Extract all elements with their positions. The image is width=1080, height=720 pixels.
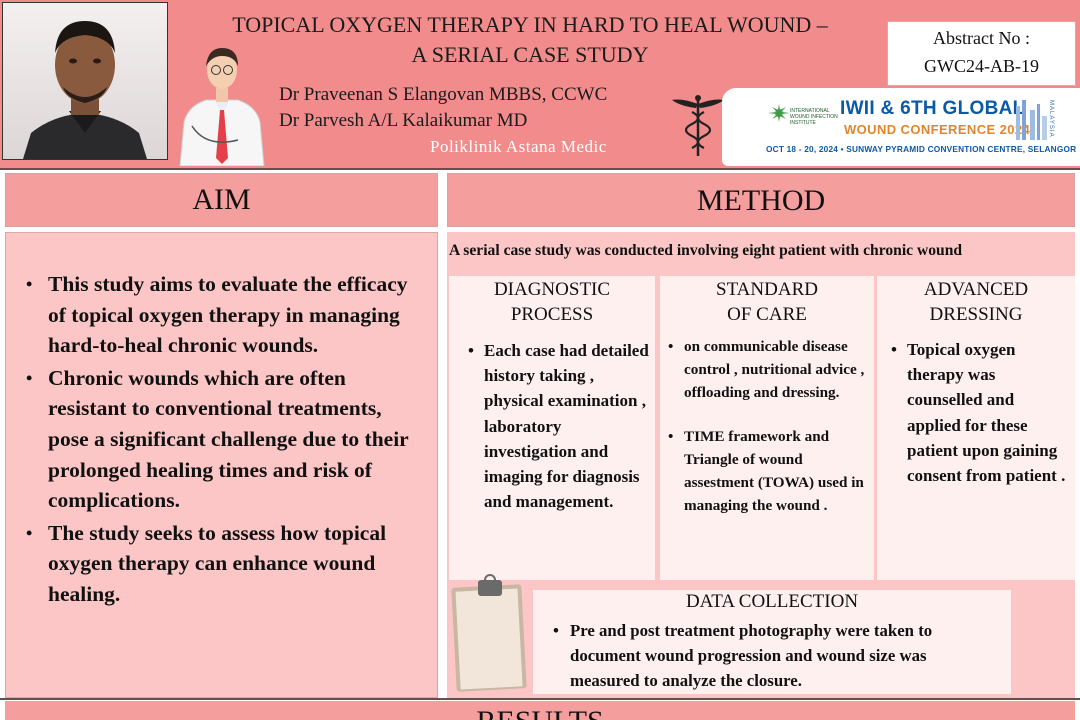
data-collection-point-1: Pre and post treatment photography were … <box>553 618 1000 694</box>
method-intro: A serial case study was conducted involv… <box>449 242 963 259</box>
aim-heading: AIM <box>5 173 438 227</box>
data-collection-list: Pre and post treatment photography were … <box>553 618 1000 694</box>
column-title-line2: PROCESS <box>510 304 594 325</box>
column-title: ADVANCED DRESSING <box>877 277 1075 327</box>
data-collection-title: DATA COLLECTION <box>685 591 859 612</box>
advanced-dressing-list: Topical oxygen therapy was counselled an… <box>891 337 1067 488</box>
section-divider <box>0 698 1080 700</box>
standard-of-care-list: on communicable disease control , nutrit… <box>668 336 869 518</box>
diagnostic-list: Each case had detailed history taking , … <box>468 338 649 514</box>
abstract-number-box: Abstract No : GWC24-AB-19 <box>887 21 1076 86</box>
standard-of-care-column: STANDARD OF CARE on communicable disease… <box>660 276 874 580</box>
column-title-line2: DRESSING <box>929 304 1023 325</box>
conference-dates: OCT 18 - 20, 2024 • SUNWAY PYRAMID CONVE… <box>766 144 1077 154</box>
column-title-line2: OF CARE <box>727 304 807 325</box>
column-title-line1: ADVANCED <box>923 279 1029 300</box>
conference-institute: INTERNATIONAL WOUND INFECTION INSTITUTE <box>790 108 838 126</box>
standard-of-care-point-2: TIME framework and Triangle of wound ass… <box>668 426 869 517</box>
kl-skyline-icon <box>1016 100 1047 140</box>
aim-point-2: Chronic wounds which are often resistant… <box>26 363 426 516</box>
conference-banner: INTERNATIONAL WOUND INFECTION INSTITUTE … <box>722 88 1080 166</box>
diagnostic-process-column: DIAGNOSTIC PROCESS Each case had detaile… <box>449 276 655 580</box>
poster-title: TOPICAL OXYGEN THERAPY IN HARD TO HEAL W… <box>180 10 880 70</box>
advanced-dressing-column: ADVANCED DRESSING Topical oxygen therapy… <box>877 276 1075 580</box>
method-heading: METHOD <box>447 173 1075 227</box>
conference-country: MALAYSIA <box>1048 100 1054 138</box>
results-heading: RESULTS <box>5 701 1075 720</box>
aim-point-3: The study seeks to assess how topical ox… <box>26 518 426 610</box>
standard-of-care-point-1: on communicable disease control , nutrit… <box>668 336 869 404</box>
doctor-illustration <box>176 40 268 167</box>
aim-point-1: This study aims to evaluate the efficacy… <box>26 269 426 361</box>
header-divider <box>0 168 1080 170</box>
clinic-name: Poliklinik Astana Medic <box>430 137 607 156</box>
conference-subtitle: WOUND CONFERENCE 2024 <box>844 122 1031 137</box>
diagnostic-point-1: Each case had detailed history taking , … <box>468 338 649 514</box>
aim-list: This study aims to evaluate the efficacy… <box>26 269 426 612</box>
abstract-number: GWC24-AB-19 <box>924 56 1039 76</box>
iwii-logo-icon <box>768 104 790 122</box>
column-title-line1: STANDARD <box>716 279 818 300</box>
aim-panel: This study aims to evaluate the efficacy… <box>5 232 438 698</box>
clipboard-icon <box>448 572 534 694</box>
author-1: Dr Praveenan S Elangovan MBBS, CCWC <box>279 84 608 105</box>
column-title-line1: DIAGNOSTIC <box>493 279 611 300</box>
poster-title-line1: TOPICAL OXYGEN THERAPY IN HARD TO HEAL W… <box>232 12 828 37</box>
advanced-dressing-point-1: Topical oxygen therapy was counselled an… <box>891 337 1067 488</box>
author-2: Dr Parvesh A/L Kalaikumar MD <box>279 110 528 131</box>
conference-title: IWII & 6TH GLOBAL <box>840 98 1025 119</box>
author-photo <box>2 2 168 160</box>
data-collection-panel: DATA COLLECTION Pre and post treatment p… <box>533 590 1011 694</box>
results-heading-text: RESULTS <box>5 707 1075 720</box>
column-title: DIAGNOSTIC PROCESS <box>449 277 655 327</box>
column-title: STANDARD OF CARE <box>660 277 874 327</box>
caduceus-icon <box>670 92 726 158</box>
abstract-label: Abstract No : <box>933 28 1030 48</box>
poster-title-line2: A SERIAL CASE STUDY <box>411 42 649 67</box>
